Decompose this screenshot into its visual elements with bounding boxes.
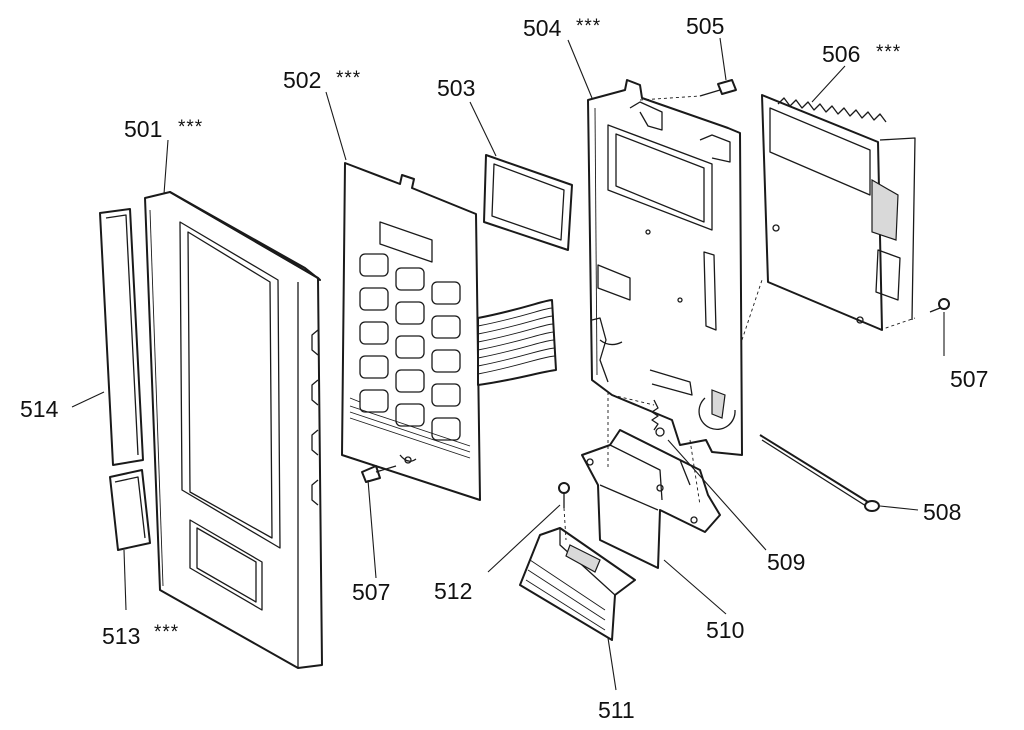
leader-lines [71,37,945,691]
label-512: 512 [434,578,472,604]
label-513: 513 [102,623,140,649]
label-511: 511 [598,697,635,723]
label-514: 514 [20,396,59,422]
mark-513: *** [154,622,179,643]
mark-504: *** [576,16,601,37]
part-512-screw [558,482,570,508]
label-510: 510 [706,617,744,643]
ribbon-cable [477,299,557,386]
part-511-lever [519,527,636,641]
part-502-keypad [341,162,481,501]
part-501-frame [144,191,323,669]
part-507-screw-left [361,465,397,483]
label-508: 508 [923,499,961,525]
part-509-spring [651,399,665,437]
part-506-circuit-board [761,94,916,331]
mark-506: *** [876,42,901,63]
mark-501: *** [178,117,203,138]
part-510-latch [581,429,721,569]
label-505: 505 [686,13,724,39]
part-514-strip [99,208,144,466]
part-508-rod [759,434,880,512]
label-509: 509 [767,549,805,575]
part-513-small-strip [109,469,151,551]
part-507-screw-right [929,298,950,313]
label-507-left: 507 [352,579,390,605]
assembly-guide-lines [563,95,763,541]
part-503-window [483,154,573,251]
label-507-right: 507 [950,366,988,392]
label-506: 506 [822,41,860,67]
label-503: 503 [437,75,475,101]
label-504: 504 [523,15,562,41]
part-504-bracket [587,79,743,456]
label-502: 502 [283,67,321,93]
part-505-screw [699,79,737,97]
callout-labels: 501 *** 502 *** 503 504 *** 505 506 *** … [20,13,988,723]
mark-502: *** [336,68,361,89]
label-501: 501 [124,116,162,142]
